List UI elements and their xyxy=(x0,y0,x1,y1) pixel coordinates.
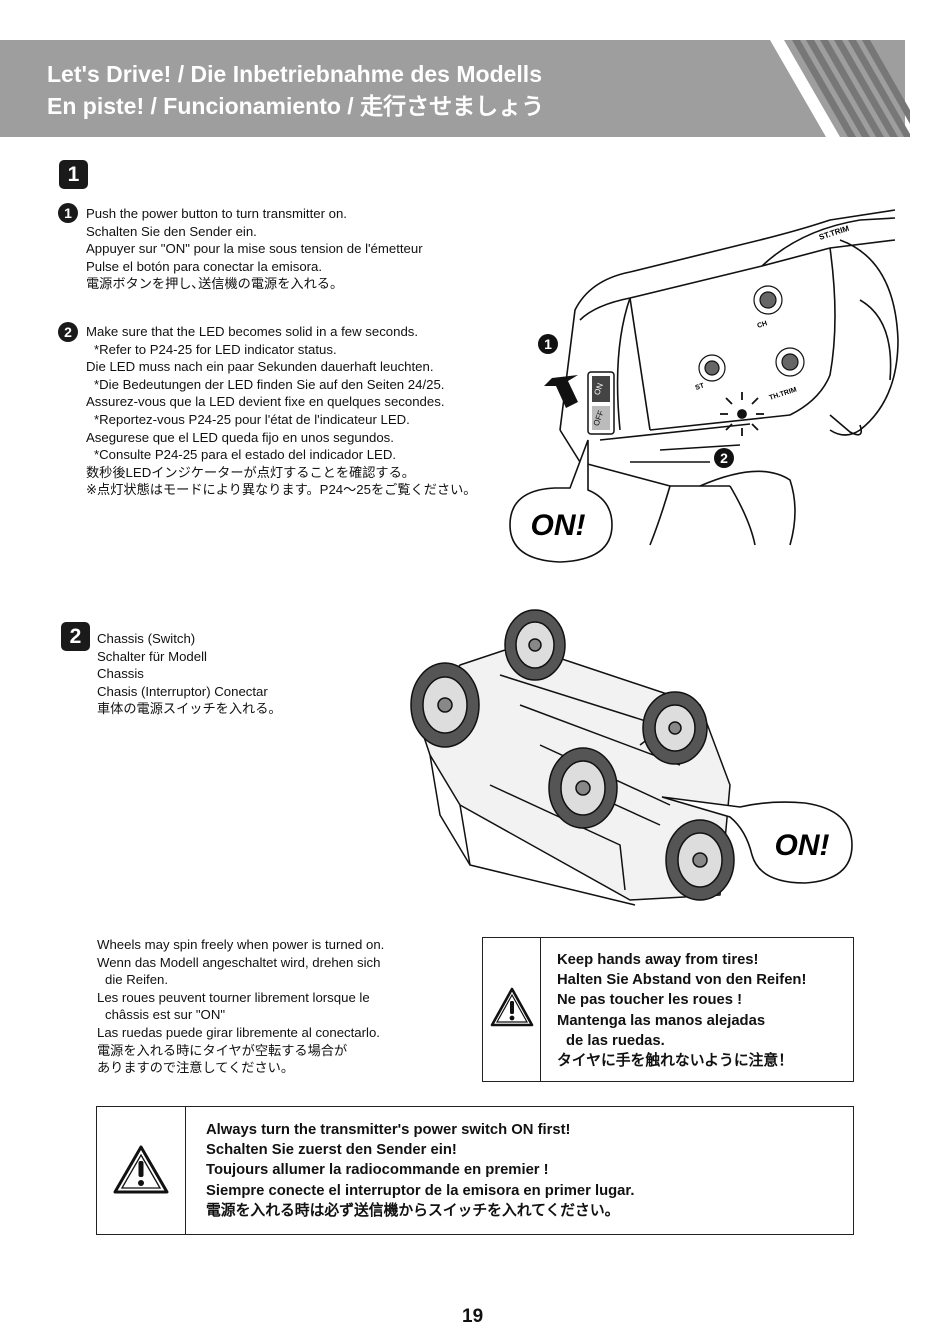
wheel-rear-left xyxy=(548,747,618,829)
step-2-badge: 2 xyxy=(61,622,90,651)
text-line: Chassis xyxy=(97,666,144,682)
warning-triangle-icon xyxy=(113,1145,169,1194)
arrow-up-icon xyxy=(544,375,578,408)
on-callout-bubble: ON! xyxy=(661,796,853,884)
on-callout-text: ON! xyxy=(775,829,830,862)
text-line: Wenn das Modell angeschaltet wird, drehe… xyxy=(97,954,381,970)
wheel-front-right xyxy=(504,609,566,681)
text-line: Always turn the transmitter's power swit… xyxy=(206,1122,571,1138)
title-line-1: Let's Drive! / Die Inbetriebnahme des Mo… xyxy=(47,61,542,87)
text-line: *Reportez-vous P24-25 pour l'état de l'i… xyxy=(94,411,410,427)
callout-number-1-badge xyxy=(538,334,558,354)
item-1-number: 1 xyxy=(58,203,78,223)
text-line: Las ruedas puede girar libremente al con… xyxy=(97,1024,380,1040)
transmitter-first-warning-box: Always turn the transmitter's power swit… xyxy=(96,1106,854,1235)
transmitter-illustration: ON OFF 1 2 ST TH.TRIM CH ST.TRIM ON! xyxy=(509,209,899,563)
power-switch: ON OFF xyxy=(587,371,615,435)
text-line: 電源ボタンを押し､送信機の電源を入れる。 xyxy=(86,276,344,292)
chassis-illustration: ON! xyxy=(410,609,853,906)
text-line: Schalter für Modell xyxy=(97,648,207,664)
text-line: Die LED muss nach ein paar Sekunden daue… xyxy=(86,359,434,375)
step-1-item-2-text: Make sure that the LED becomes solid in … xyxy=(86,323,476,499)
title-line-2: En piste! / Funcionamiento / 走行させましょう xyxy=(47,93,545,119)
text-line: Assurez-vous que la LED devient fixe en … xyxy=(86,394,445,410)
text-line: Chasis (Interruptor) Conectar xyxy=(97,683,268,699)
tire-warning-text: Keep hands away from tires! Halten Sie A… xyxy=(557,950,806,1071)
text-line: die Reifen. xyxy=(105,972,169,988)
tire-warning-box: Keep hands away from tires! Halten Sie A… xyxy=(482,937,854,1082)
text-line: タイヤに手を触れないように注意！ xyxy=(557,1053,794,1070)
text-line: Keep hands away from tires! xyxy=(557,952,759,968)
led-indicator-icon xyxy=(720,392,764,436)
text-line: 車体の電源スイッチを入れる。 xyxy=(97,701,282,717)
th-trim-label: TH.TRIM xyxy=(768,386,797,401)
text-line: 電源を入れる時にタイヤが空転する場合が xyxy=(97,1042,348,1058)
divider xyxy=(185,1107,186,1234)
transmitter-first-warning-text: Always turn the transmitter's power swit… xyxy=(206,1120,634,1221)
text-line: Siempre conecte el interruptor de la emi… xyxy=(206,1182,635,1199)
warning-triangle-icon xyxy=(490,987,534,1027)
text-line: Chassis (Switch) xyxy=(97,631,196,646)
st-label: ST xyxy=(694,382,705,392)
wheel-front-left xyxy=(410,662,480,748)
step-2-text: Chassis (Switch) Schalter für Modell Cha… xyxy=(97,630,282,718)
text-line: Make sure that the LED becomes solid in … xyxy=(86,324,419,339)
text-line: 電源を入れる時は必ず送信機からスイッチを入れてください。 xyxy=(206,1202,620,1219)
wheel-rear-right xyxy=(642,691,708,765)
item-2-number: 2 xyxy=(58,322,78,342)
callout-number-1: 1 xyxy=(544,336,552,352)
text-line: 数秒後LEDインジケーターが点灯することを確認する。 xyxy=(86,464,415,480)
text-line: *Die Bedeutungen der LED finden Sie auf … xyxy=(94,376,445,392)
step-1-badge: 1 xyxy=(59,160,88,189)
on-callout-bubble: ON! xyxy=(509,439,613,563)
page-number: 19 xyxy=(462,1306,484,1327)
text-line: ※点灯状態はモードにより異なります。P24〜25をご覧ください。 xyxy=(86,482,477,498)
text-line: Push the power button to turn transmitte… xyxy=(86,206,347,221)
header-stripes-decoration xyxy=(770,40,910,137)
on-callout-text: ON! xyxy=(531,509,586,542)
text-line: Appuyer sur "ON" pour la mise sous tensi… xyxy=(86,241,423,257)
divider xyxy=(540,938,541,1081)
text-line: ありますので注意してください。 xyxy=(97,1060,295,1076)
text-line: de las ruedas. xyxy=(566,1032,665,1049)
wheel-bottom xyxy=(665,819,735,901)
text-line: Wheels may spin freely when power is tur… xyxy=(97,937,385,952)
step-1-item-1-text: Push the power button to turn transmitte… xyxy=(86,205,423,293)
text-line: Halten Sie Abstand von den Reifen! xyxy=(557,972,807,989)
text-line: Pulse el botón para conectar la emisora. xyxy=(86,258,323,274)
text-line: châssis est sur "ON" xyxy=(105,1007,226,1023)
text-line: Toujours allumer la radiocommande en pre… xyxy=(206,1162,549,1179)
text-line: Les roues peuvent tourner librement lors… xyxy=(97,989,370,1005)
text-line: Mantenga las manos alejadas xyxy=(557,1012,766,1029)
text-line: Ne pas toucher les roues ! xyxy=(557,992,743,1009)
callout-number-2-badge xyxy=(714,448,734,468)
switch-on-label: ON xyxy=(592,382,605,397)
ch-label: CH xyxy=(756,320,768,330)
text-line: Schalten Sie den Sender ein. xyxy=(86,223,257,239)
wheels-spin-note: Wheels may spin freely when power is tur… xyxy=(97,936,384,1077)
header-bar xyxy=(0,40,905,137)
text-line: *Consulte P24-25 para el estado del indi… xyxy=(94,447,397,463)
text-line: Schalten Sie zuerst den Sender ein! xyxy=(206,1142,457,1159)
text-line: *Refer to P24-25 for LED indicator statu… xyxy=(94,341,337,357)
text-line: Asegurese que el LED queda fijo en unos … xyxy=(86,429,394,445)
page-title: Let's Drive! / Die Inbetriebnahme des Mo… xyxy=(47,58,544,122)
callout-number-2: 2 xyxy=(720,450,728,466)
